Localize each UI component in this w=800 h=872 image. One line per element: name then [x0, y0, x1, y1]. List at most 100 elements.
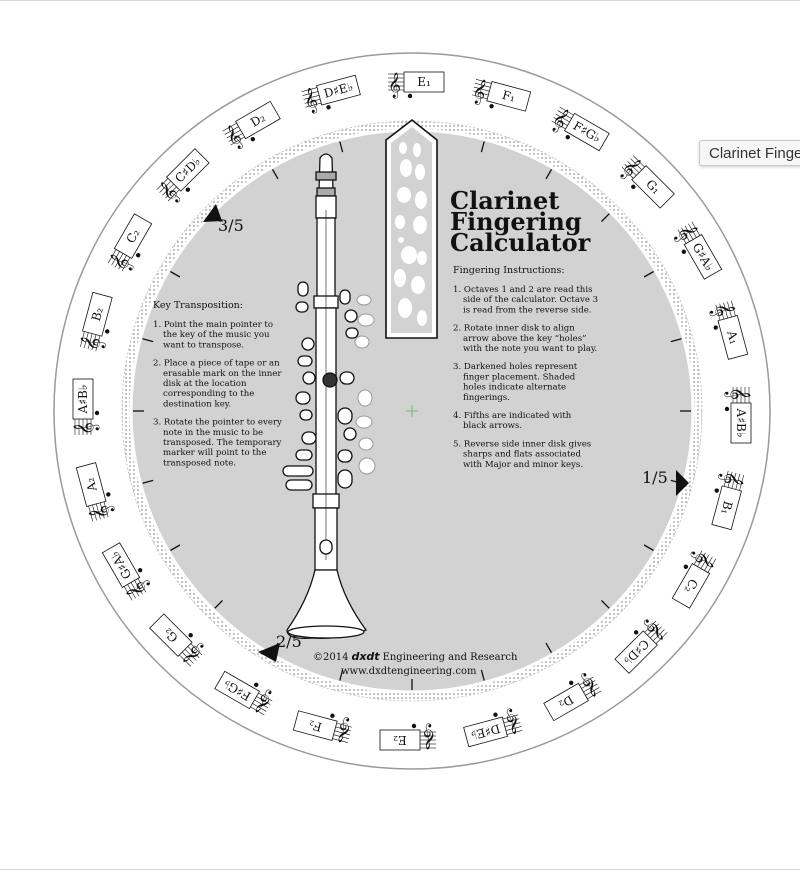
- calculator-title-line-1: Clarinet: [450, 186, 559, 215]
- note-label[interactable]: 𝄞E₁: [388, 71, 445, 99]
- note-label[interactable]: 𝄞D♯E♭: [301, 74, 362, 115]
- note-name: A₁: [724, 328, 741, 346]
- note-label[interactable]: 𝄞 F₂: [292, 705, 354, 745]
- transposition-step-1-line-2: the key of the music you: [163, 330, 270, 340]
- note-name: D₂: [248, 110, 268, 129]
- fingering-instruction-2-line-1: 2. Rotate inner disk to align: [453, 324, 575, 334]
- note-name: A₂: [83, 476, 100, 494]
- note-name: A♯B♭: [734, 408, 748, 438]
- note-name: F₁: [501, 88, 517, 105]
- tick-mark: [480, 141, 485, 153]
- note-name: D₂: [556, 692, 576, 711]
- note-name: F₂: [307, 717, 323, 734]
- transposition-step-2-line-1: 2. Place a piece of tape or an: [153, 359, 280, 369]
- note-label[interactable]: 𝄞E₂: [379, 723, 436, 751]
- fingering-instructions-heading: Fingering Instructions:: [453, 265, 565, 276]
- note-label[interactable]: 𝄞 B₁: [706, 469, 746, 531]
- note-name: C₂: [123, 226, 142, 245]
- fingering-instruction-3-line-1: 3. Darkened holes represent: [453, 362, 578, 372]
- fingering-instruction-5-line-3: with Major and minor keys.: [463, 460, 583, 470]
- fingering-instruction-4-line-1: 4. Fifths are indicated with: [453, 411, 572, 421]
- tick-mark: [142, 479, 154, 484]
- tick-mark: [339, 669, 344, 681]
- calculator-title-line-3: Calculator: [450, 228, 591, 257]
- fingering-instruction-2-line-2: arrow above the key “holes”: [463, 333, 587, 344]
- key-transposition-heading: Key Transposition:: [153, 300, 243, 311]
- transposition-step-1-line-3: want to transpose.: [163, 340, 244, 350]
- note-label[interactable]: 𝄞 A₂: [75, 461, 116, 522]
- copyright-prefix: ©2014: [313, 652, 348, 663]
- clarinet-illustration: [282, 153, 368, 639]
- treble-clef-icon: 𝄞: [301, 86, 320, 114]
- copyright-suffix: Engineering and Research: [383, 652, 518, 663]
- fifth-arrow-2: 2/5: [258, 632, 302, 662]
- treble-clef-icon: 𝄞: [470, 77, 489, 105]
- treble-clef-icon: 𝄞: [87, 503, 115, 522]
- note-label[interactable]: 𝄞A₁: [708, 300, 749, 361]
- center-crosshair: [406, 405, 418, 417]
- fifth-arrow-1: 1/5: [642, 468, 689, 496]
- note-label[interactable]: 𝄞 F₁: [470, 77, 532, 117]
- fingering-instruction-1-line-3: is read from the reverse side.: [463, 305, 592, 315]
- tooltip: Clarinet Fingering Calculator: [699, 140, 800, 166]
- fifth-arrow-3: 3/5: [203, 204, 244, 235]
- transposition-step-3-line-2: note in the music to be: [163, 428, 263, 438]
- fifth-label-3: 3/5: [218, 216, 244, 235]
- fingering-instruction-3-line-2: finger placement. Shaded: [463, 372, 576, 382]
- tick-mark: [545, 169, 553, 180]
- treble-clef-icon: 𝄞: [73, 422, 99, 435]
- transposition-step-3-line-1: 3. Rotate the pointer to every: [153, 418, 282, 428]
- note-label[interactable]: 𝄞D₂: [222, 100, 284, 152]
- note-label[interactable]: 𝄞D♯E♭: [462, 707, 523, 748]
- transposition-step-2-line-5: destination key.: [163, 399, 231, 409]
- transposition-step-3-line-4: marker will point to the: [163, 448, 266, 458]
- transposition-step-3-line-3: transposed. The temporary: [163, 438, 282, 448]
- note-label[interactable]: 𝄞 B₂: [78, 291, 118, 353]
- treble-clef-icon: 𝄞: [725, 387, 751, 400]
- fingering-instruction-1-line-2: side of the calculator. Octave 3: [463, 295, 598, 305]
- fingering-instruction-2-line-3: with the note you want to play.: [463, 344, 597, 354]
- note-name: E₂: [393, 733, 407, 747]
- fifth-label-1: 1/5: [642, 468, 668, 487]
- note-name: B₁: [718, 499, 735, 516]
- tick-mark: [601, 600, 610, 609]
- note-label[interactable]: 𝄞C₂: [667, 547, 718, 609]
- brand-logo: dxdt: [351, 650, 380, 663]
- fingering-instruction-5-line-1: 5. Reverse side inner disk gives: [453, 439, 591, 449]
- treble-clef-icon: 𝄞: [335, 716, 354, 744]
- tick-mark: [643, 544, 654, 552]
- transposition-step-1-line-1: 1. Point the main pointer to: [153, 320, 273, 330]
- window-bottom-edge: [0, 869, 800, 870]
- fingering-instruction-4-line-2: black arrows.: [463, 421, 522, 431]
- transposition-step-2-line-2: erasable mark on the inner: [163, 369, 282, 379]
- treble-clef-icon: 𝄞: [717, 469, 745, 488]
- note-label[interactable]: 𝄞 A♯B♭: [724, 387, 752, 444]
- note-name: C₂: [681, 576, 700, 595]
- treble-clef-icon: 𝄞: [388, 72, 401, 98]
- tick-mark: [480, 669, 485, 681]
- transposition-step-2-line-3: disk at the location: [163, 379, 247, 389]
- tick-mark: [214, 600, 223, 609]
- window-top-edge: [0, 0, 800, 1]
- note-name: A♯B♭: [76, 385, 90, 415]
- tick-mark: [339, 141, 344, 153]
- alternate-fingering-holes: [354, 294, 376, 475]
- tick-mark: [545, 642, 553, 653]
- tick-mark: [601, 213, 610, 222]
- tick-mark: [170, 270, 181, 278]
- fingering-instruction-3-line-4: fingerings.: [463, 393, 510, 403]
- note-name: B₂: [89, 306, 106, 323]
- fingering-instruction-5-line-2: sharps and flats associated: [463, 450, 582, 460]
- key-holes-window[interactable]: [385, 118, 438, 339]
- tick-mark: [170, 544, 181, 552]
- treble-clef-icon: 𝄞: [504, 707, 523, 735]
- fingering-instruction-3-line-3: holes indicate alternate: [463, 383, 566, 393]
- treble-clef-icon: 𝄞: [78, 334, 106, 353]
- website-url[interactable]: www.dxdtengineering.com: [341, 666, 477, 677]
- tick-mark: [643, 270, 654, 278]
- note-label[interactable]: 𝄞 A♯B♭: [72, 378, 100, 435]
